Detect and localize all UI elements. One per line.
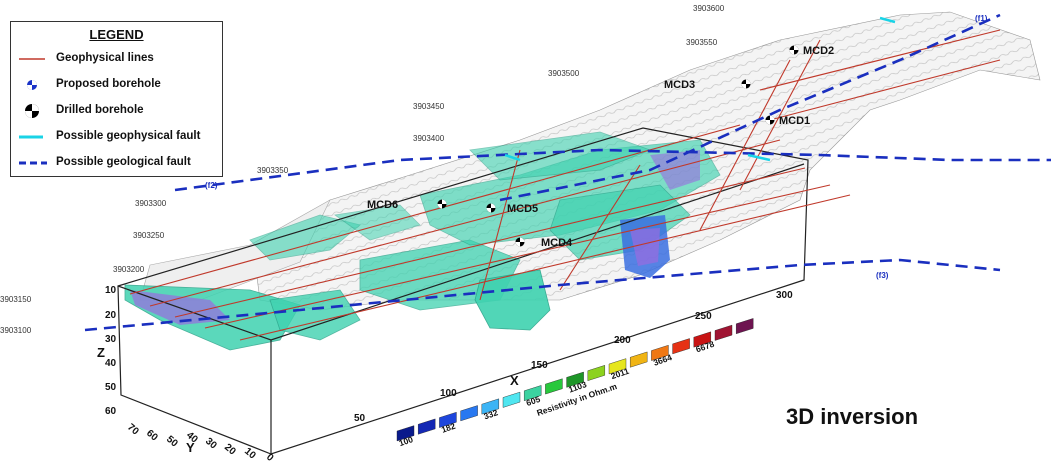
y-tick: 0: [264, 452, 276, 464]
northing-label: 3903450: [413, 102, 445, 111]
colorscale-swatch: [651, 344, 669, 361]
geophysical-line-icon: [19, 58, 45, 60]
colorscale-swatch: [396, 425, 415, 442]
colorscale-swatch: [736, 318, 754, 335]
northing-labels: 3903600 3903550 3903500 3903450 3903400 …: [0, 4, 725, 335]
z-tick: 40: [105, 358, 117, 369]
northing-label: 3903500: [548, 69, 580, 78]
colorscale-swatch: [460, 405, 478, 422]
x-tick: 200: [614, 335, 631, 346]
z-tick: 60: [105, 406, 117, 417]
x-tick: 150: [531, 360, 548, 371]
colorscale-swatch: [524, 385, 542, 402]
y-tick: 30: [203, 436, 219, 452]
geophysical-fault-icon: [19, 135, 43, 139]
borehole-mcd2: MCD2: [789, 45, 834, 57]
fault-label-f2: (f2): [205, 181, 218, 190]
legend-label: Geophysical lines: [56, 52, 154, 64]
x-axis-title: X: [510, 373, 519, 388]
borehole-label: MCD1: [779, 115, 810, 127]
y-tick: 60: [144, 428, 160, 444]
legend: LEGEND Geophysical lines Proposed boreho…: [10, 21, 223, 177]
geological-fault-icon: [19, 161, 47, 165]
z-tick: 10: [105, 285, 117, 296]
x-tick: 250: [695, 311, 712, 322]
northing-label: 3903250: [133, 231, 165, 240]
legend-item-geophysical-lines: Geophysical lines: [17, 50, 222, 68]
legend-label: Drilled borehole: [56, 104, 144, 116]
borehole-label: MCD5: [507, 203, 538, 215]
colorscale-swatch: [587, 365, 605, 381]
colorscale-swatch: [502, 391, 521, 408]
geophysical-lines: [129, 29, 1001, 341]
borehole-label: MCD6: [367, 199, 398, 211]
z-axis-title: Z: [97, 345, 105, 360]
fault-label-f3: (f3): [876, 271, 889, 280]
y-axis: Y 70 60 50 40 30 20 10 0: [125, 422, 276, 464]
northing-label: 3903550: [686, 38, 718, 47]
y-tick: 70: [125, 422, 141, 438]
legend-item-geophysical-fault: Possible geophysical fault: [17, 128, 222, 146]
northing-label: 3903350: [257, 166, 289, 175]
colorscale-swatch: [630, 351, 648, 368]
northing-label: 3903200: [113, 265, 145, 274]
y-tick: 20: [222, 442, 238, 458]
northing-label: 3903600: [693, 4, 725, 13]
borehole-mcd4: MCD4: [515, 237, 573, 249]
z-axis: Z 10 20 30 40 50 60: [97, 285, 117, 417]
northing-label: 3903300: [135, 199, 167, 208]
legend-title: LEGEND: [89, 27, 144, 42]
legend-label: Possible geophysical fault: [56, 130, 201, 142]
legend-label: Possible geological fault: [56, 156, 191, 168]
x-tick: 300: [776, 290, 793, 301]
colorscale-swatch: [672, 338, 690, 355]
borehole-mcd1: MCD1: [765, 115, 810, 127]
resistivity-colorscale: [396, 318, 754, 442]
colorscale-tick-label: 100: [398, 434, 415, 448]
x-axis: X 50 100 150 200 250 300: [354, 290, 793, 424]
colorscale-swatch: [566, 371, 584, 388]
drilled-borehole-icon: [25, 104, 39, 118]
colorscale-swatch: [418, 418, 436, 435]
y-tick: 50: [164, 434, 180, 450]
x-tick: 100: [440, 388, 457, 399]
model-block-outline: [117, 127, 809, 455]
colorscale-swatch: [714, 324, 733, 341]
borehole-label: MCD3: [664, 79, 695, 91]
z-tick: 30: [105, 334, 117, 345]
borehole-mcd3: MCD3: [664, 79, 751, 91]
proposed-borehole-icon: [27, 80, 37, 90]
colorscale-tick-label: 605: [525, 394, 542, 408]
borehole-label: MCD2: [803, 45, 834, 57]
x-tick: 50: [354, 413, 366, 424]
legend-item-geological-fault: Possible geological fault: [17, 154, 222, 172]
geophysical-fault-marks: [504, 16, 896, 162]
colorscale-swatch: [693, 331, 711, 348]
northing-label: 3903150: [0, 295, 32, 304]
fault-labels: (f1) (f2) (f3): [205, 14, 988, 280]
z-tick: 20: [105, 310, 117, 321]
figure-caption: 3D inversion: [786, 404, 919, 429]
northing-label: 3903400: [413, 134, 445, 143]
colorscale-swatch: [545, 378, 563, 395]
borehole-label: MCD4: [541, 237, 573, 249]
northing-label: 3903100: [0, 326, 32, 335]
colorscale-swatch: [439, 411, 457, 428]
z-tick: 50: [105, 382, 117, 393]
fault-label-f1: (f1): [975, 14, 988, 23]
y-axis-title: Y: [186, 440, 195, 455]
borehole-mcd5: MCD5: [486, 203, 538, 215]
colorscale-tick-label: 182: [440, 421, 457, 435]
geological-faults: [84, 13, 1051, 332]
colorscale-swatch: [608, 358, 627, 375]
boreholes: MCD2 MCD3 MCD1 MCD6 MCD5 MCD4: [367, 45, 834, 249]
colorscale-tick-label: 332: [482, 407, 499, 421]
legend-label: Proposed borehole: [56, 78, 161, 90]
legend-item-drilled-borehole: Drilled borehole: [17, 102, 222, 120]
colorscale-swatch: [481, 398, 499, 415]
legend-item-proposed-borehole: Proposed borehole: [17, 76, 222, 94]
borehole-mcd6: MCD6: [367, 199, 447, 211]
